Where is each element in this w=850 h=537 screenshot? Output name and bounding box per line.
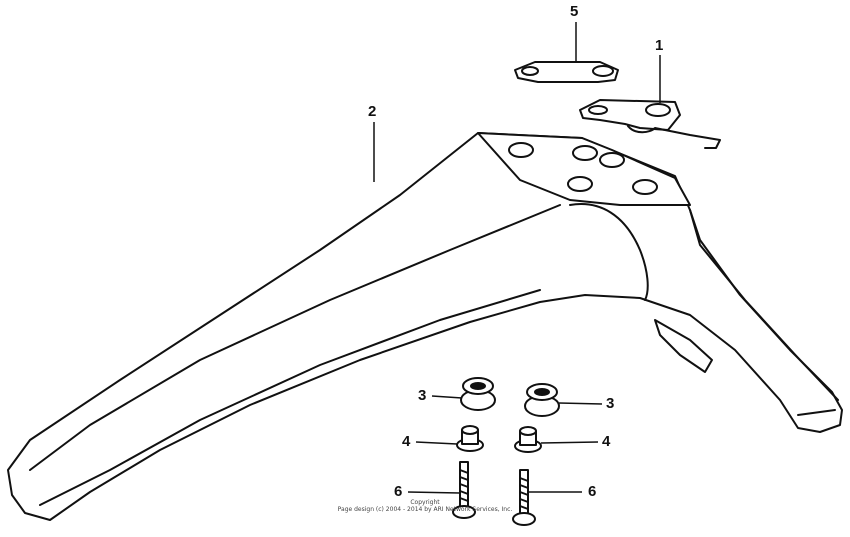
mount-hole bbox=[567, 176, 593, 192]
grommet-bore bbox=[470, 382, 486, 390]
bolt-head bbox=[512, 512, 536, 526]
part-4-collar-right bbox=[514, 426, 542, 453]
callout-4-left: 4 bbox=[402, 433, 411, 450]
copyright-line-2: Page design (c) 2004 - 2014 by ARI Netwo… bbox=[337, 505, 513, 513]
fender-rear-arch-inner bbox=[654, 319, 713, 373]
mount-hole bbox=[508, 142, 534, 158]
callout-3-left: 3 bbox=[418, 387, 427, 404]
guide-hole bbox=[588, 105, 608, 115]
leader-lines bbox=[373, 22, 661, 494]
fender-tail-edge bbox=[797, 409, 836, 416]
fender-ridge-upper bbox=[29, 204, 561, 471]
mount-hole bbox=[632, 179, 658, 195]
part-3-grommet-left bbox=[460, 377, 496, 411]
fender-ridge-lower bbox=[39, 289, 541, 506]
guide-clip-wire bbox=[627, 125, 721, 149]
callout-4-right: 4 bbox=[602, 433, 611, 450]
leader-3-left bbox=[431, 395, 463, 399]
fender-tail-ridge bbox=[689, 209, 839, 401]
plate-outline bbox=[514, 61, 619, 83]
callout-3-right: 3 bbox=[606, 395, 615, 412]
collar-top bbox=[461, 425, 479, 435]
guide-nut bbox=[645, 103, 671, 117]
part-3-grommet-right bbox=[524, 383, 560, 417]
plate-hole bbox=[592, 65, 614, 77]
part-5-plate bbox=[514, 61, 619, 83]
copyright-line-1: Copyright bbox=[410, 499, 440, 506]
leader-3-right bbox=[558, 402, 603, 405]
copyright-notice: Copyright Page design (c) 2004 - 2014 by… bbox=[330, 499, 520, 514]
collar-top bbox=[519, 426, 537, 436]
bolt-thread bbox=[519, 477, 529, 510]
bolt-thread bbox=[459, 469, 469, 502]
grommet-bore bbox=[534, 388, 550, 396]
callout-6-left: 6 bbox=[394, 483, 403, 500]
callout-6-right: 6 bbox=[588, 483, 597, 500]
part-1-cable-guide bbox=[579, 99, 721, 149]
callout-1: 1 bbox=[655, 37, 664, 54]
leader-4-left bbox=[415, 441, 458, 445]
callout-2: 2 bbox=[368, 103, 377, 120]
plate-hole bbox=[521, 66, 539, 76]
callout-5: 5 bbox=[570, 3, 579, 20]
fender-rear-arch bbox=[569, 203, 649, 301]
part-4-collar-left bbox=[456, 425, 484, 452]
leader-4-right bbox=[540, 441, 599, 444]
part-6-bolt-right bbox=[512, 469, 536, 526]
mount-hole bbox=[599, 152, 625, 168]
bolt-head bbox=[452, 505, 476, 519]
front-fender bbox=[7, 132, 843, 521]
part-6-bolt-left bbox=[452, 461, 476, 519]
leader-6-left bbox=[407, 491, 461, 494]
mount-hole bbox=[572, 145, 598, 161]
